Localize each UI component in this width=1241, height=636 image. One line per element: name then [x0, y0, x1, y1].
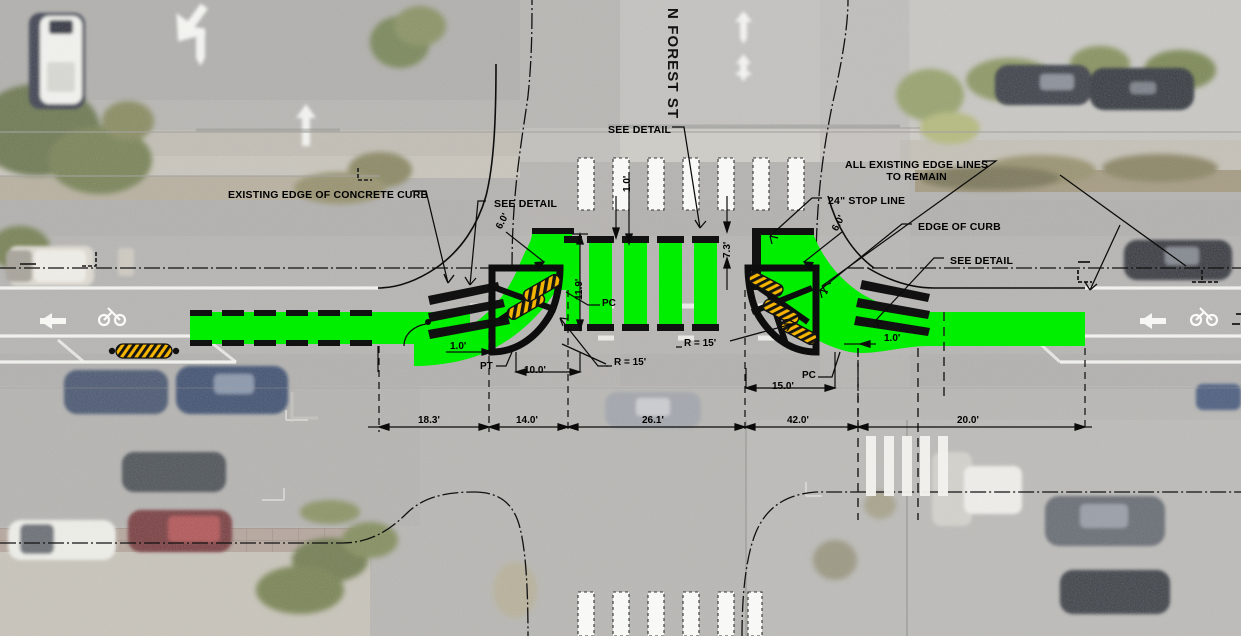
annotation-see-detail-right: SEE DETAIL	[950, 255, 1014, 267]
right-green-ramp-bars	[854, 280, 930, 336]
delineator-right-1	[748, 271, 784, 297]
bike-lane-arrow-left	[40, 313, 66, 329]
curve-point-pt-left: PT	[480, 361, 493, 372]
annotation-24in-stop-line: 24" STOP LINE	[828, 195, 906, 207]
dim-14-0: 14.0'	[516, 415, 538, 426]
bike-lane-arrow-right	[1140, 313, 1166, 329]
annotation-existing-edge-curb: EXISTING EDGE OF CONCRETE CURB	[228, 189, 429, 201]
survey-tick-marks	[1077, 261, 1241, 325]
green-bike-boxes-center	[587, 236, 719, 331]
crosswalk-bottom	[577, 591, 763, 636]
dim-20-0: 20.0'	[957, 415, 979, 426]
green-bike-lane-overlay	[190, 228, 1085, 366]
dim-15-0: 15.0'	[772, 381, 794, 392]
survey-tick-marks-left	[20, 168, 372, 267]
annotation-see-detail-left: SEE DETAIL	[494, 198, 558, 210]
dim-1-0-left: 1.0'	[450, 341, 467, 352]
street-name-label: N FOREST ST	[664, 8, 681, 120]
dimension-lines	[368, 172, 1092, 432]
annotation-see-detail-top: SEE DETAIL	[608, 124, 672, 136]
annotation-edge-of-curb: EDGE OF CURB	[918, 221, 1001, 233]
dim-18-3: 18.3'	[418, 415, 440, 426]
right-corner-island	[744, 264, 820, 356]
existing-median-delineator	[108, 343, 180, 359]
radius-label-left: R = 15'	[614, 357, 647, 368]
dim-11-9: 11.9'	[574, 278, 585, 300]
left-corner-island	[488, 264, 564, 356]
delineator-right-2	[762, 298, 800, 326]
stop-line-24in	[752, 228, 814, 235]
green-bike-dashes-left	[190, 310, 372, 346]
dim-1-0-top: 1.0'	[622, 175, 633, 192]
delineator-left-2	[522, 273, 562, 303]
dim-42-0: 42.0'	[787, 415, 809, 426]
radius-label-right: R = 15'	[684, 338, 717, 349]
bike-symbols	[40, 307, 1219, 329]
annotation-leaders	[412, 126, 1187, 378]
dim-10-0: 10.0'	[524, 365, 546, 376]
dim-7-3: 7.3'	[722, 241, 733, 258]
crosswalk-lower-right	[866, 436, 948, 496]
gap-dimension	[611, 196, 621, 240]
dim-26-1: 26.1'	[642, 415, 664, 426]
dim-1-0-right: 1.0'	[884, 333, 901, 344]
lane-extension-lines	[857, 312, 945, 520]
annotation-all-existing-edge-lines: ALL EXISTING EDGE LINES TO REMAIN	[845, 159, 989, 184]
curve-point-pc-center: PC	[602, 298, 616, 309]
curve-point-pc-right: PC	[802, 370, 816, 381]
